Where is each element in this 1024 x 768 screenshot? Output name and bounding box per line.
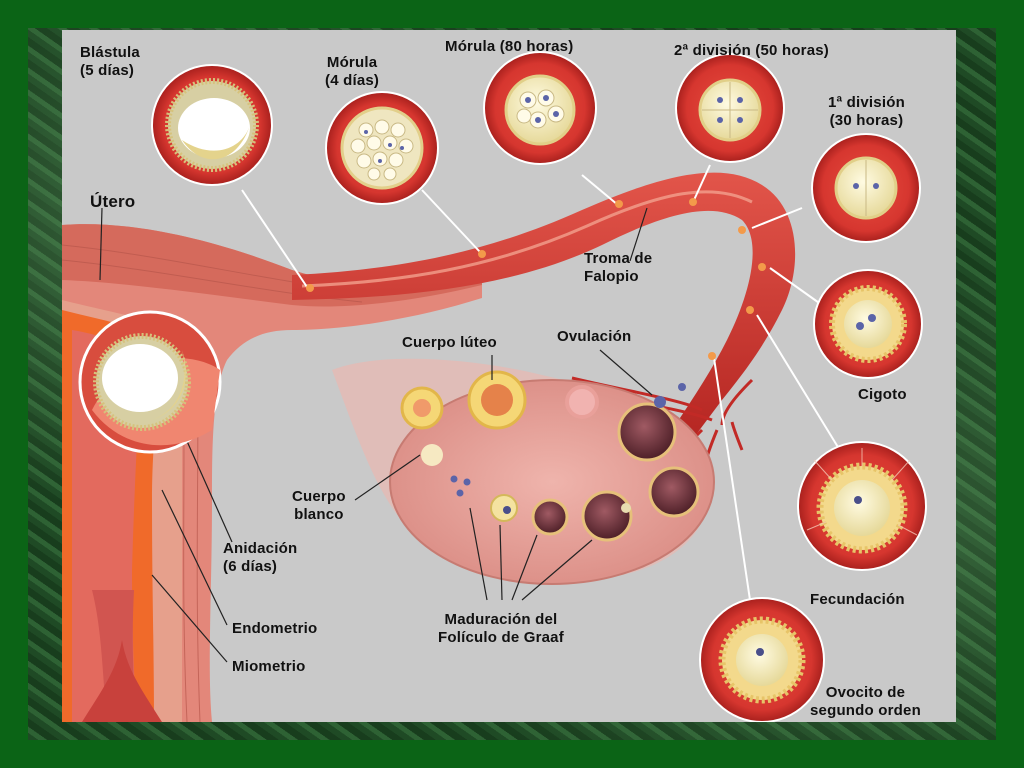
embryo-markers (306, 198, 766, 360)
blastula-circle (151, 64, 273, 186)
label-ovocito-segundo-orden: Ovocito de segundo orden (810, 684, 921, 719)
zygote-circle (813, 269, 923, 379)
label-cigoto: Cigoto (858, 386, 907, 403)
second-division-circle (675, 53, 785, 163)
label-miometrio: Miometrio (232, 658, 306, 675)
label-blastula: Blástula (5 días) (80, 44, 140, 79)
label-morula-80-hours: Mórula (80 horas) (445, 38, 574, 55)
label-second-division: 2ª división (50 horas) (674, 42, 829, 59)
label-fecundacion: Fecundación (810, 591, 905, 608)
label-endometrio: Endometrio (232, 620, 318, 637)
label-first-division: 1ª división (30 horas) (828, 94, 905, 129)
label-ovulacion: Ovulación (557, 328, 632, 345)
label-maduracion-foliculo: Maduración del Folículo de Graaf (438, 611, 564, 646)
label-cuerpo-luteo: Cuerpo lúteo (402, 334, 497, 351)
label-cuerpo-blanco: Cuerpo blanco (292, 488, 346, 523)
secondary-oocyte-circle (699, 597, 825, 722)
leader-lines (99, 207, 653, 663)
implantation-circle (78, 310, 222, 454)
label-anidacion: Anidación (6 días) (223, 540, 298, 575)
ovary (332, 358, 715, 585)
label-morula-4-days: Mórula (4 días) (325, 54, 380, 89)
first-division-circle (811, 133, 921, 243)
label-trompa-falopio: Troma de Falopio (584, 250, 653, 285)
connector-lines (241, 164, 853, 601)
morula-4-days-circle (325, 91, 439, 205)
diagram-panel: Blástula (5 días) Mórula (4 días) Mórula… (62, 30, 956, 722)
fertilization-circle (797, 441, 927, 571)
anatomy-illustration (62, 51, 927, 722)
follicle-series (400, 370, 700, 542)
morula-80-hours-circle (483, 51, 597, 165)
label-utero: Útero (90, 192, 136, 211)
